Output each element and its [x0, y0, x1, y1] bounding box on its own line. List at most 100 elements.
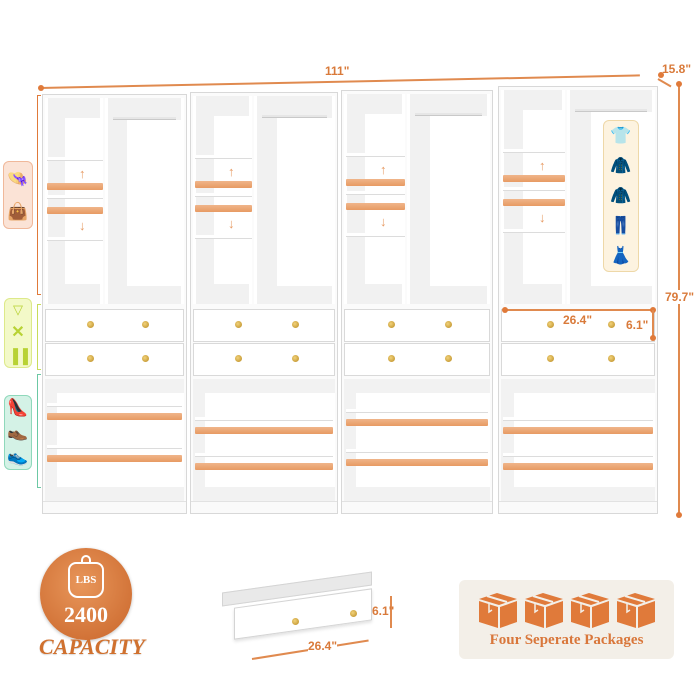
drawer-knob — [142, 321, 149, 328]
capacity-badge: LBS 2400 — [40, 548, 132, 640]
wardrobe-unit-1: ↑↓ — [42, 94, 187, 514]
package-box-icon — [615, 589, 657, 629]
fixed-shelf — [47, 195, 103, 199]
accessories-icon-box: 👒 👜 — [3, 161, 33, 229]
adjust-down-arrow-icon: ↓ — [228, 216, 235, 231]
shoe-compartment — [501, 379, 655, 501]
drawer-2[interactable] — [45, 343, 184, 376]
adjustable-shelf — [195, 205, 252, 212]
adjustable-shelf — [346, 179, 405, 186]
adjust-up-arrow-icon: ↑ — [539, 158, 546, 173]
package-box-icon — [477, 589, 519, 629]
adjust-up-arrow-icon: ↑ — [79, 166, 86, 181]
adjust-down-arrow-icon: ↓ — [79, 218, 86, 233]
drawer-knob — [142, 355, 149, 362]
adjust-down-arrow-icon: ↓ — [380, 214, 387, 229]
shoe-rail — [503, 417, 653, 421]
drawer-knob — [445, 355, 452, 362]
shoe-shelf — [47, 455, 182, 462]
wardrobe-unit-2: ↑↓ — [190, 92, 338, 514]
drawer-knob — [235, 321, 242, 328]
clothing-icon-box: 👕 🧥 🧥 👖 👗 — [603, 120, 639, 272]
underwear-icon-box: ▽ ✕ ▐▐ — [4, 298, 32, 368]
fixed-shelf — [47, 237, 103, 241]
drawer-width-line — [505, 309, 653, 311]
shoe-rail — [346, 409, 488, 413]
height-dimension-label: 79.7" — [665, 290, 695, 304]
base-plinth — [191, 501, 337, 513]
drawer-width-label: 26.4" — [563, 313, 593, 327]
shoe-shelf — [47, 413, 182, 420]
hanging-rod — [262, 115, 327, 118]
adjustable-shelf — [346, 203, 405, 210]
adjustable-shelf — [47, 207, 103, 214]
package-box-icon — [569, 589, 611, 629]
drawer-height-line — [652, 310, 654, 338]
fixed-shelf — [195, 193, 252, 197]
dress-shoe-icon: 👞 — [7, 422, 29, 442]
drawer-2[interactable] — [501, 343, 655, 376]
fixed-shelf — [503, 149, 565, 153]
drawer-2[interactable] — [344, 343, 490, 376]
fixed-shelf — [195, 155, 252, 159]
depth-dimension-label: 15.8" — [662, 62, 692, 76]
height-dimension-bottom-dot — [676, 512, 682, 518]
adjust-up-arrow-icon: ↑ — [380, 162, 387, 177]
drawer-height-label: 6.1" — [626, 318, 649, 332]
hanging-column — [254, 96, 335, 304]
drawer-knob — [547, 355, 554, 362]
packages-label: Four Seperate Packages — [489, 632, 644, 648]
hanging-column — [105, 98, 184, 304]
sneaker-icon: 👟 — [7, 446, 29, 466]
shoe-shelf — [195, 463, 333, 470]
wardrobe-unit-3: ↑↓ — [341, 90, 493, 514]
shoe-shelf — [503, 463, 653, 470]
base-plinth — [43, 501, 186, 513]
left-shelf-column — [501, 90, 565, 304]
handbag-icon: 👜 — [7, 201, 29, 221]
capacity-value: 2400 — [64, 602, 108, 627]
fixed-shelf — [503, 229, 565, 233]
shoe-shelf — [195, 427, 333, 434]
shoe-rail — [503, 453, 653, 457]
high-heel-icon: 👠 — [7, 398, 29, 418]
shoe-rail — [195, 453, 333, 457]
capacity-label: CAPACITY — [39, 634, 145, 659]
drawer-knob — [235, 355, 242, 362]
drawer-knob — [547, 321, 554, 328]
loose-drawer — [222, 571, 372, 640]
pants-icon: 👖 — [610, 216, 632, 235]
hanging-rod — [575, 109, 647, 112]
adjustable-shelf — [503, 199, 565, 206]
drawer-knob — [87, 321, 94, 328]
weight-icon: LBS — [68, 555, 104, 598]
accessories-bracket — [37, 95, 41, 295]
drawer-1[interactable] — [45, 309, 184, 342]
drawer-knob — [445, 321, 452, 328]
fixed-shelf — [47, 157, 103, 161]
shoe-rail — [346, 449, 488, 453]
drawer-height-bottom-dot — [650, 335, 656, 341]
drawer-1[interactable] — [344, 309, 490, 342]
capacity-unit: LBS — [75, 574, 97, 586]
width-dimension-end-dot — [658, 72, 664, 78]
shoe-shelf — [346, 459, 488, 466]
height-dimension-top-dot — [676, 81, 682, 87]
shoe-compartment — [193, 379, 335, 501]
drawer-1[interactable] — [193, 309, 335, 342]
adjustable-shelf — [195, 181, 252, 188]
fixed-shelf — [503, 187, 565, 191]
drawer-knob — [388, 355, 395, 362]
loose-drawer-height-line — [390, 596, 392, 628]
drawer-knob — [292, 321, 299, 328]
drawer-2[interactable] — [193, 343, 335, 376]
width-dimension-start-dot — [38, 85, 44, 91]
socks-icon: ▐▐ — [8, 347, 28, 364]
fixed-shelf — [346, 233, 405, 237]
base-plinth — [342, 501, 492, 513]
loose-drawer-knob-right — [350, 610, 357, 617]
fixed-shelf — [195, 235, 252, 239]
shoe-compartment — [45, 379, 184, 501]
loose-drawer-height-label: 6.1" — [372, 604, 395, 618]
left-shelf-column — [344, 94, 405, 304]
